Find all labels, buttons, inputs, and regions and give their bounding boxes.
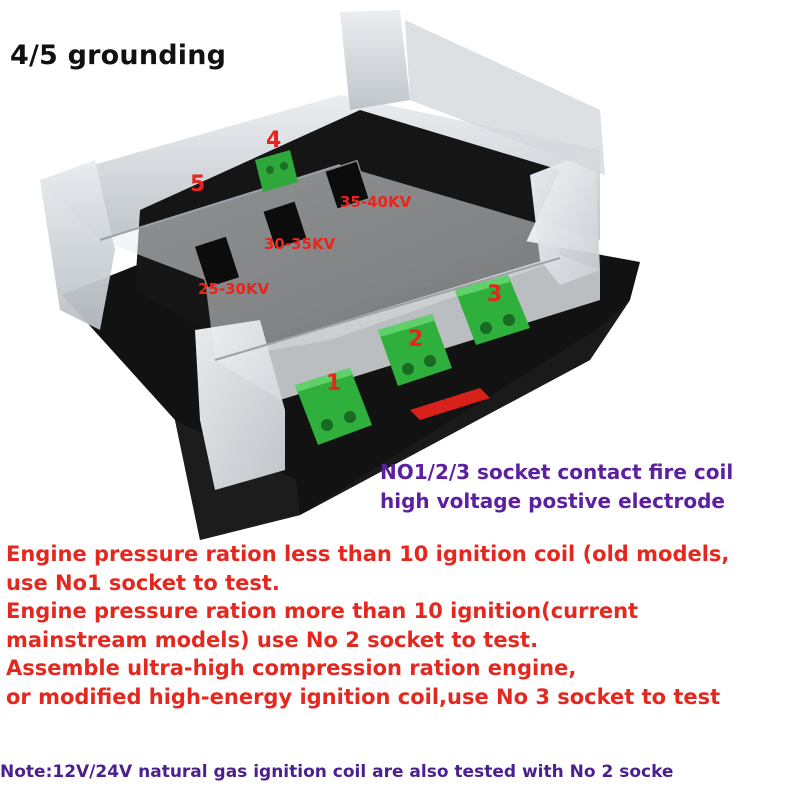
terminal-5-label: 5 <box>190 172 206 197</box>
socket-2-green-block <box>378 314 452 386</box>
description-line-5: Assemble ultra-high compression ration e… <box>6 656 577 680</box>
socket-1-green-block <box>295 368 372 445</box>
jumper-blocks <box>193 159 371 290</box>
description-line-3: Engine pressure ration more than 10 igni… <box>6 599 639 623</box>
description-line-4: mainstream models) use No 2 socket to te… <box>6 627 539 652</box>
bottom-note: Note:12V/24V natural gas ignition coil a… <box>0 762 674 782</box>
range-35-40kv-label: 35-40KV <box>340 193 412 211</box>
socket-caption-line-2: high voltage postive electrode <box>380 489 725 513</box>
socket-3-green-block <box>455 275 530 345</box>
socket-3-label: 3 <box>487 282 503 307</box>
range-25-30kv-label: 25-30KV <box>198 280 270 298</box>
range-30-35kv-label: 30-35KV <box>264 235 336 253</box>
page-title: 4/5 grounding <box>10 40 227 71</box>
terminal-4-label: 4 <box>266 128 282 153</box>
red-indicator-strip <box>410 388 490 420</box>
socket-caption-line-1: NO1/2/3 socket contact fire coil <box>380 460 734 484</box>
description-line-1: Engine pressure ration less than 10 igni… <box>6 542 730 566</box>
terminal-4-green-block <box>255 150 298 192</box>
description-line-2: use No1 socket to test. <box>6 570 280 595</box>
description-line-6: or modified high-energy ignition coil,us… <box>6 684 721 709</box>
usage-description: Engine pressure ration less than 10 igni… <box>6 540 800 711</box>
socket-2-label: 2 <box>408 327 424 352</box>
clear-housing <box>40 10 605 490</box>
socket-1-label: 1 <box>326 371 342 396</box>
